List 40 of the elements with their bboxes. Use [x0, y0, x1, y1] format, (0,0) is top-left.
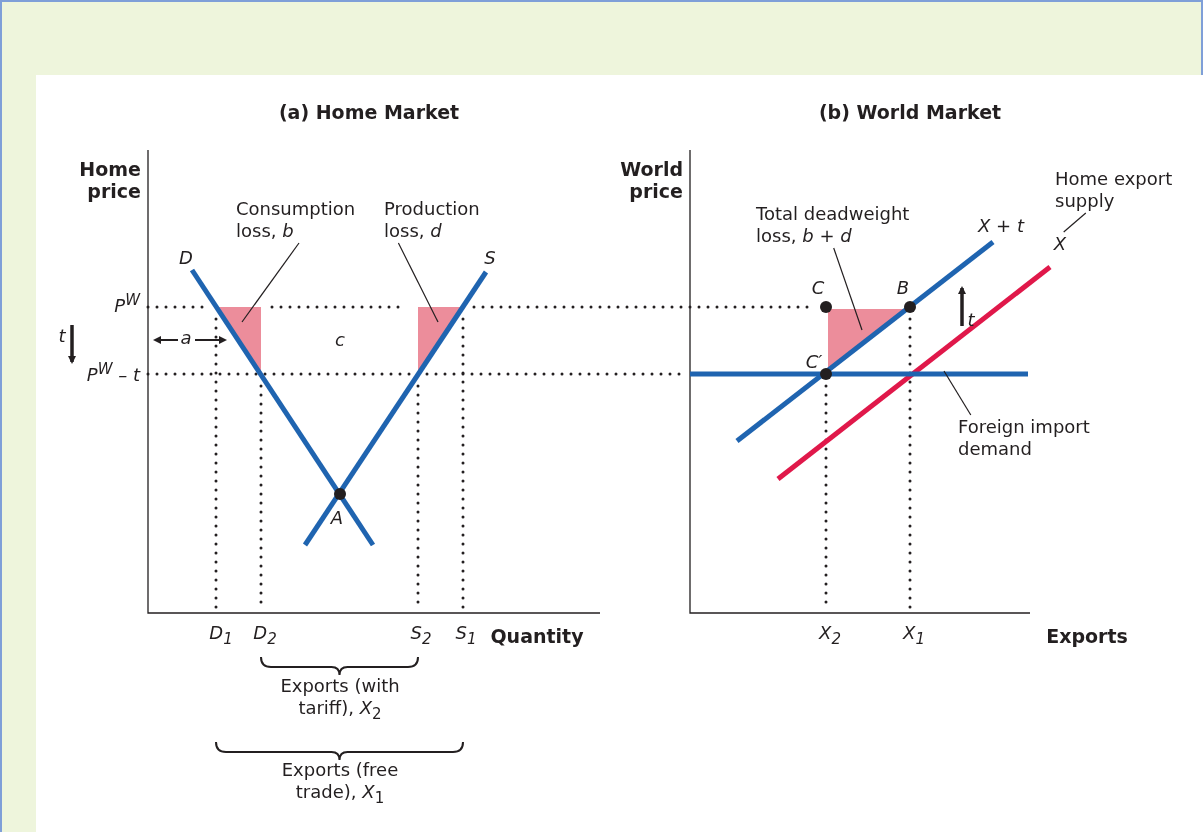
- chart-label: X$_{1}$: [903, 622, 925, 650]
- callout-text: Consumption loss, b: [236, 198, 376, 242]
- panel-title: (b) World Market: [818, 101, 1002, 123]
- chart-label: P$^{W}$: [114, 290, 140, 317]
- chart-label: S$_{2}$: [410, 622, 432, 650]
- chart-label: Exports (with tariff), X$_{2}$: [279, 675, 401, 725]
- chart-label: Exports (free trade), X$_{1}$: [280, 759, 400, 809]
- chart-label: X$_{2}$: [819, 622, 841, 650]
- leader-line: [833, 247, 863, 331]
- leader-line: [943, 370, 972, 416]
- shaded-triangle: [828, 309, 905, 369]
- leader-line: [241, 242, 300, 323]
- chart-label: C: [811, 277, 825, 299]
- import-demand-line: [690, 371, 1028, 377]
- chart-label: A: [330, 507, 344, 529]
- axis-label: Quantity: [490, 625, 584, 647]
- chart-label: S$_{1}$: [455, 622, 477, 650]
- chart-label: D: [179, 247, 193, 269]
- chart-label: t: [58, 325, 66, 347]
- axis-label: World price: [619, 158, 683, 202]
- leader-line: [1063, 212, 1087, 233]
- chart-label: D$_{1}$: [209, 622, 233, 650]
- callout-text: Foreign import demand: [958, 416, 1118, 460]
- leader-line: [397, 242, 439, 323]
- axis-label: Home price: [78, 158, 141, 202]
- chart-label: c: [335, 329, 345, 351]
- axis-label: Exports: [1046, 625, 1128, 647]
- chart-label: D$_{2}$: [253, 622, 277, 650]
- callout-text: Home export supply: [1055, 168, 1195, 212]
- callout-text: Production loss, d: [384, 198, 504, 242]
- callout-text: Total deadweight loss, b + d: [756, 203, 941, 247]
- chart-label: P$^{W}$ – t: [86, 359, 140, 386]
- chart-label: B: [896, 277, 910, 299]
- chart-label: C′: [805, 351, 823, 373]
- curve-label: X: [1053, 233, 1067, 255]
- chart-label: S: [484, 247, 496, 269]
- chart-label: t: [967, 309, 975, 331]
- chart-label: X + t: [978, 215, 1024, 237]
- chart-label: a: [180, 327, 192, 349]
- panel-title: (a) Home Market: [278, 101, 460, 123]
